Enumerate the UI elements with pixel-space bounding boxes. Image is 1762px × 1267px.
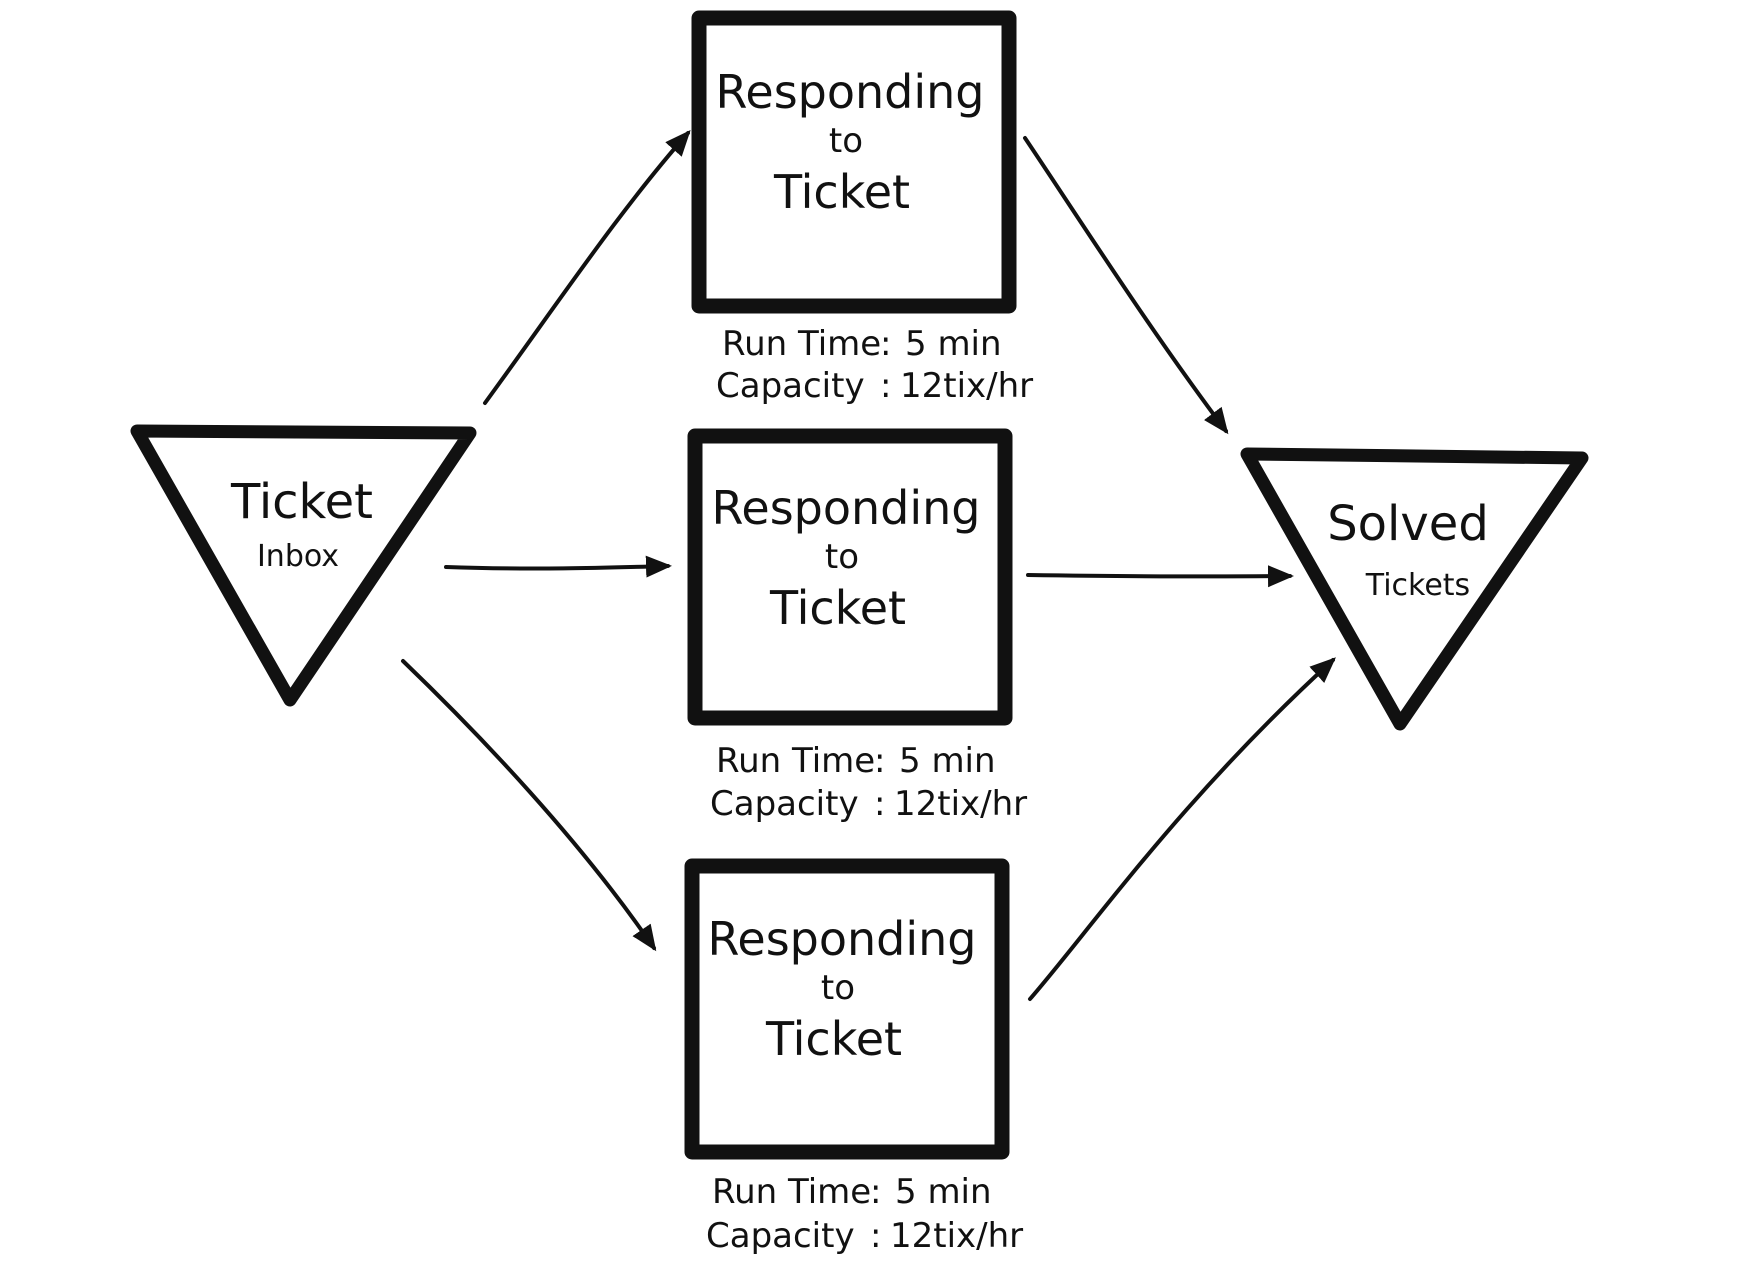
station-2-capacity-value: 12tix/hr (894, 784, 1027, 824)
station-1-run-time-label: Run Time (722, 324, 881, 364)
solved-tickets-title: Solved (1327, 496, 1489, 552)
station-2-capacity-label: Capacity (710, 784, 859, 824)
station-2-line1: Responding (712, 481, 981, 535)
station-1-run-time-value: 5 min (905, 324, 1002, 364)
station-2-line3: Ticket (769, 581, 906, 635)
ticket-inbox-node: Ticket Inbox (130, 424, 477, 707)
station-3-box (684, 858, 1010, 1160)
solved-tickets-subtitle: Tickets (1365, 568, 1470, 603)
station-1-capacity-value: 12tix/hr (900, 366, 1033, 406)
station-3-capacity-value: 12tix/hr (890, 1216, 1023, 1256)
station-3-line1: Responding (708, 912, 977, 966)
station-2: Responding to Ticket Run Time : 5 min Ca… (687, 428, 1027, 824)
station-3: Responding to Ticket Run Time : 5 min Ca… (684, 858, 1023, 1256)
station-2-run-time-colon: : (874, 741, 885, 781)
station-3-run-time-value: 5 min (895, 1172, 992, 1212)
station-2-run-time-value: 5 min (899, 741, 996, 781)
solved-tickets-triangle (1240, 447, 1589, 731)
station-3-run-time-colon: : (870, 1172, 881, 1212)
arrow-inbox-to-station-2 (444, 555, 672, 578)
arrow-station-3-to-solved (1028, 657, 1336, 1001)
station-1-line3: Ticket (773, 165, 910, 219)
station-1-capacity-colon: : (880, 366, 891, 406)
arrow-inbox-to-station-3 (401, 659, 657, 952)
ticket-inbox-triangle (130, 424, 477, 707)
station-2-capacity-colon: : (874, 784, 885, 824)
station-1-line2: to (829, 121, 863, 161)
ticket-inbox-subtitle: Inbox (257, 539, 339, 574)
arrow-inbox-to-station-1 (483, 130, 691, 405)
station-1-box (691, 10, 1017, 314)
station-2-box (687, 428, 1013, 726)
station-3-run-time-label: Run Time (712, 1172, 871, 1212)
station-1-capacity-label: Capacity (716, 366, 865, 406)
station-1-line1: Responding (716, 65, 985, 119)
solved-tickets-node: Solved Tickets (1240, 447, 1589, 731)
station-3-line3: Ticket (765, 1012, 902, 1066)
station-3-capacity-colon: : (870, 1216, 881, 1256)
station-3-line2: to (821, 968, 855, 1008)
arrow-station-2-to-solved (1026, 565, 1294, 588)
ticket-inbox-title: Ticket (230, 474, 373, 530)
arrow-station-1-to-solved (1023, 136, 1229, 435)
station-1: Responding to Ticket Run Time : 5 min Ca… (691, 10, 1033, 406)
station-3-capacity-label: Capacity (706, 1216, 855, 1256)
station-2-run-time-label: Run Time (716, 741, 875, 781)
station-2-line2: to (825, 537, 859, 577)
station-1-run-time-colon: : (880, 324, 891, 364)
